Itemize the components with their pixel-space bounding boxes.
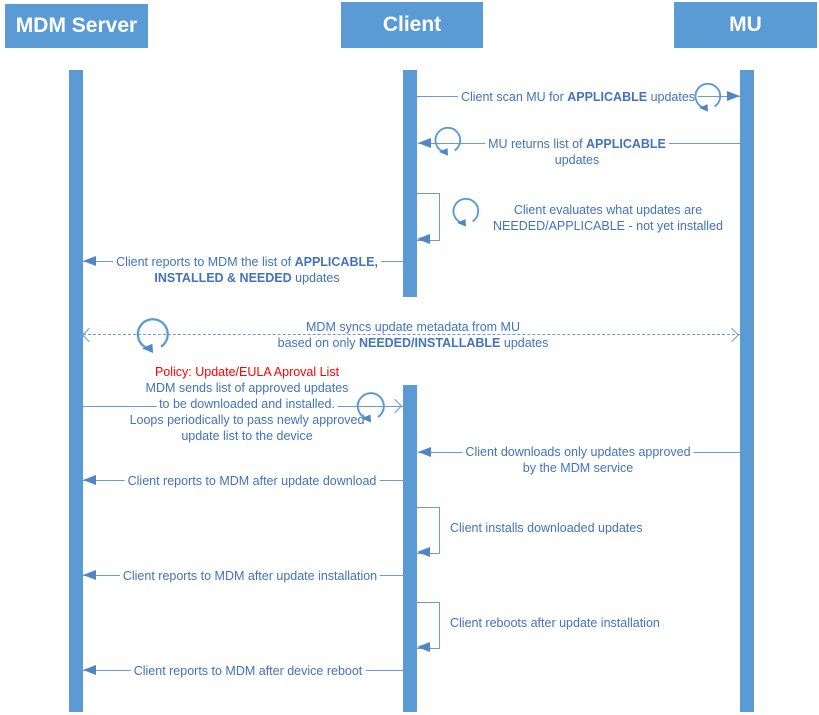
arrowhead-reboots [417,642,430,652]
message-label-reboots: Client reboots after update installation [450,616,660,630]
actor-client: Client [341,2,483,48]
actor-mu: MU [674,2,817,48]
actor-mu-label: MU [729,13,762,36]
activation-bar-client-1 [403,70,417,297]
actor-mdm-server-label: MDM Server [15,14,138,37]
message-label-installs: Client installs downloaded updates [450,521,643,535]
message-line-sync [83,334,740,335]
message-label-returns: MU returns list of APPLICABLE updates [485,136,669,168]
message-label-sync: MDM syncs update metadata from MU based … [274,319,552,351]
arrowhead-evaluates [417,234,430,244]
message-label-report-download: Client reports to MDM after update downl… [124,473,380,489]
arrowhead-scan [727,91,740,101]
message-label-policy: Policy: Update/EULA Aproval List MDM sen… [126,364,368,444]
message-label-scan: Client scan MU for APPLICABLE updates [457,89,699,105]
message-label-evaluates: Client evaluates what updates are NEEDED… [493,203,723,233]
message-label-downloads: Client downloads only updates approved b… [462,444,694,476]
activation-bar-mdm [69,70,83,712]
message-label-report-reboot: Client reports to MDM after device reboo… [130,663,366,679]
loop-arrow-icon [351,386,391,431]
arrowhead-returns [418,138,431,148]
arrowhead-downloads [418,447,431,457]
arrowhead-report-reboot [83,665,96,675]
loop-arrow-icon [429,121,467,164]
message-label-report-install: Client reports to MDM after update insta… [119,568,381,584]
loop-arrow-icon [447,192,485,235]
arrowhead-report-install [83,570,96,580]
message-label-report-list: Client reports to MDM the list of APPLIC… [113,254,381,286]
actor-client-label: Client [382,13,442,36]
arrowhead-report-list [83,256,96,266]
activation-bar-mu [740,70,754,712]
arrowhead-installs [417,547,430,557]
loop-arrow-icon [130,311,176,362]
activation-bar-client-2 [403,385,417,712]
arrowhead-report-download [83,475,96,485]
arrowhead-sync-right [724,327,740,343]
arrowhead-sync-left [81,327,97,343]
actor-mdm-server: MDM Server [5,4,148,48]
loop-arrow-icon [689,77,727,120]
